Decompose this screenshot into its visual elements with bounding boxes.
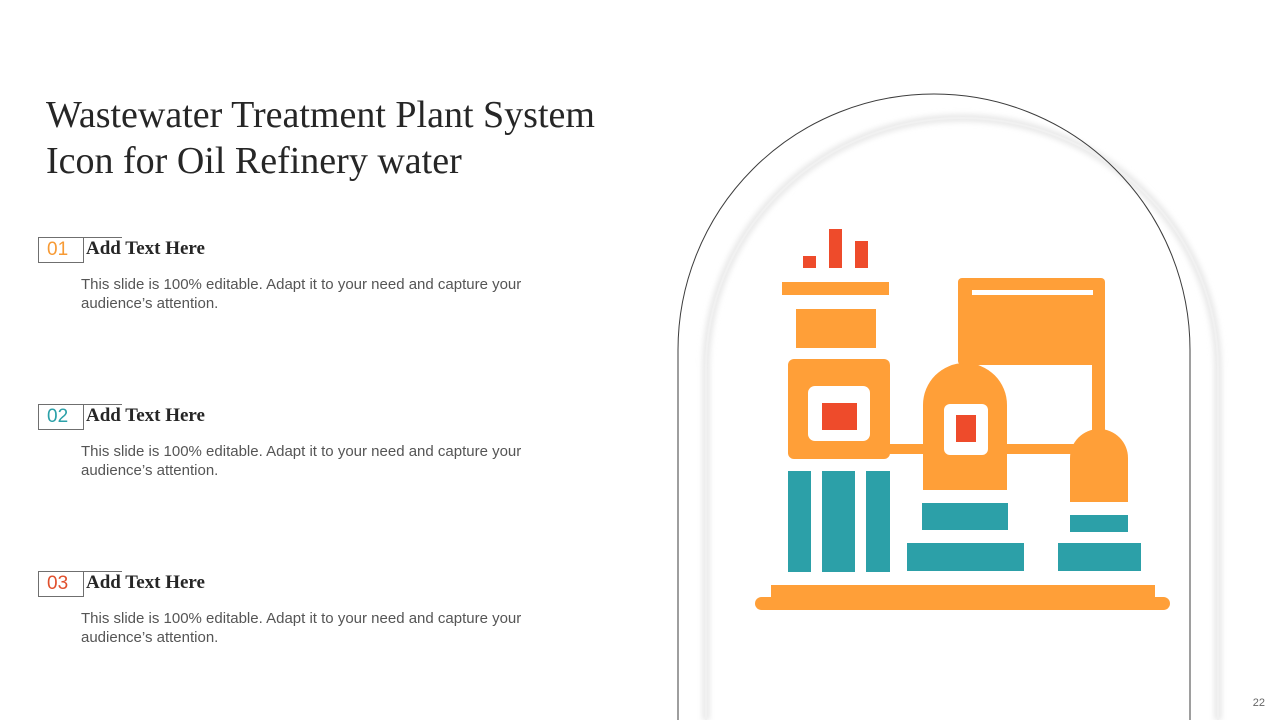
rear-tank	[958, 278, 1105, 365]
slide-title: Wastewater Treatment Plant System Icon f…	[46, 92, 726, 184]
item-title: Add Text Here	[86, 572, 205, 593]
item-description: This slide is 100% editable. Adapt it to…	[81, 443, 522, 479]
item-description: This slide is 100% editable. Adapt it to…	[81, 610, 522, 646]
teal-bar	[922, 503, 1008, 530]
smoke-bar	[803, 256, 816, 268]
base-top	[771, 585, 1155, 599]
right-tank	[1070, 429, 1128, 502]
left-tank-window-core	[822, 403, 857, 430]
teal-bar	[907, 543, 1024, 571]
teal-column	[788, 471, 811, 572]
item-title: Add Text Here	[86, 238, 205, 259]
oil-refinery-icon	[755, 229, 1170, 610]
teal-column	[822, 471, 855, 572]
middle-tank-window-core	[956, 415, 976, 442]
arch-inner-outline	[705, 117, 1219, 720]
chimney-cap	[782, 282, 889, 295]
teal-bar	[1058, 543, 1141, 571]
page-number: 22	[1252, 697, 1265, 709]
item-divider-line	[84, 237, 122, 238]
teal-bar	[1070, 515, 1128, 532]
base-bottom	[755, 597, 1170, 610]
smoke-bar	[829, 229, 842, 268]
slide-title-line-1: Wastewater Treatment Plant System	[46, 94, 595, 136]
item-divider-line	[84, 571, 122, 572]
slide-title-line-2: Icon for Oil Refinery water	[46, 140, 462, 182]
arch-outline	[677, 93, 1191, 720]
item-number-box: 01	[38, 237, 84, 263]
rear-tank-stripe	[972, 290, 1093, 295]
smoke-bar	[855, 241, 868, 268]
teal-column	[866, 471, 890, 572]
rear-tank-pipe	[1092, 360, 1105, 434]
item-number-box: 02	[38, 404, 84, 430]
item-description: This slide is 100% editable. Adapt it to…	[81, 276, 522, 312]
item-divider-line	[84, 404, 122, 405]
item-number-box: 03	[38, 571, 84, 597]
item-title: Add Text Here	[86, 405, 205, 426]
chimney-neck	[796, 309, 876, 348]
